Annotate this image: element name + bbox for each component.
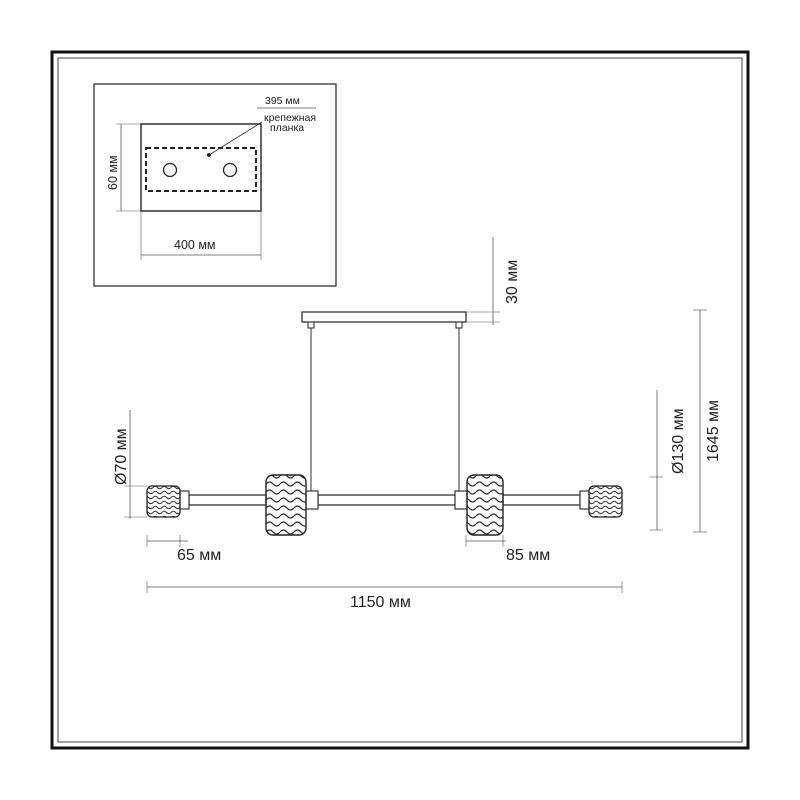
ceiling-canopy (301, 311, 467, 323)
end-shade-diameter-label: Ø70 мм (113, 428, 130, 485)
plate-note-line2: планка (270, 122, 304, 134)
end-shade-right (588, 485, 623, 518)
canopy-clip-right (455, 321, 463, 329)
canopy-top-view (140, 123, 262, 212)
mounting-plate-outline (145, 147, 257, 192)
inset-height-label: 60 мм (106, 155, 120, 190)
bar-right-outer (502, 494, 581, 506)
joint-mid-left (305, 490, 319, 510)
outer-frame (50, 50, 750, 750)
canopy-height-label: 30 мм (504, 260, 521, 304)
inset-width-label: 400 мм (174, 238, 216, 252)
inner-frame (57, 57, 743, 743)
leader-line (208, 121, 263, 156)
plate-note-line1: крепежная (264, 112, 316, 124)
plate-length-label: 395 мм (265, 95, 300, 107)
total-length-label: 1150 мм (350, 594, 411, 611)
pendant-lamp (146, 311, 623, 536)
canopy-clip-left (307, 321, 315, 329)
mounting-hole-left (162, 162, 178, 178)
end-shade-left (146, 485, 181, 518)
mounting-plate-inset: 395 мм крепежная планка 60 мм 400 мм (93, 83, 337, 287)
mounting-hole-right (222, 162, 238, 178)
joint-right-end (579, 490, 590, 510)
mid-shade-right (466, 474, 504, 536)
right-offset-label: 85 мм (506, 547, 550, 564)
joint-mid-right (454, 490, 468, 510)
mid-shade-left (265, 474, 307, 536)
total-height-label: 1645 мм (705, 400, 722, 462)
mid-shade-diameter-label: Ø130 мм (670, 408, 687, 474)
joint-left-end (179, 490, 190, 510)
bar-left-outer (188, 494, 267, 506)
dimension-annotations: 30 мм Ø70 мм Ø130 мм 1645 мм 65 мм 85 мм… (113, 237, 722, 611)
bar-center (317, 494, 465, 506)
left-offset-label: 65 мм (177, 547, 221, 564)
